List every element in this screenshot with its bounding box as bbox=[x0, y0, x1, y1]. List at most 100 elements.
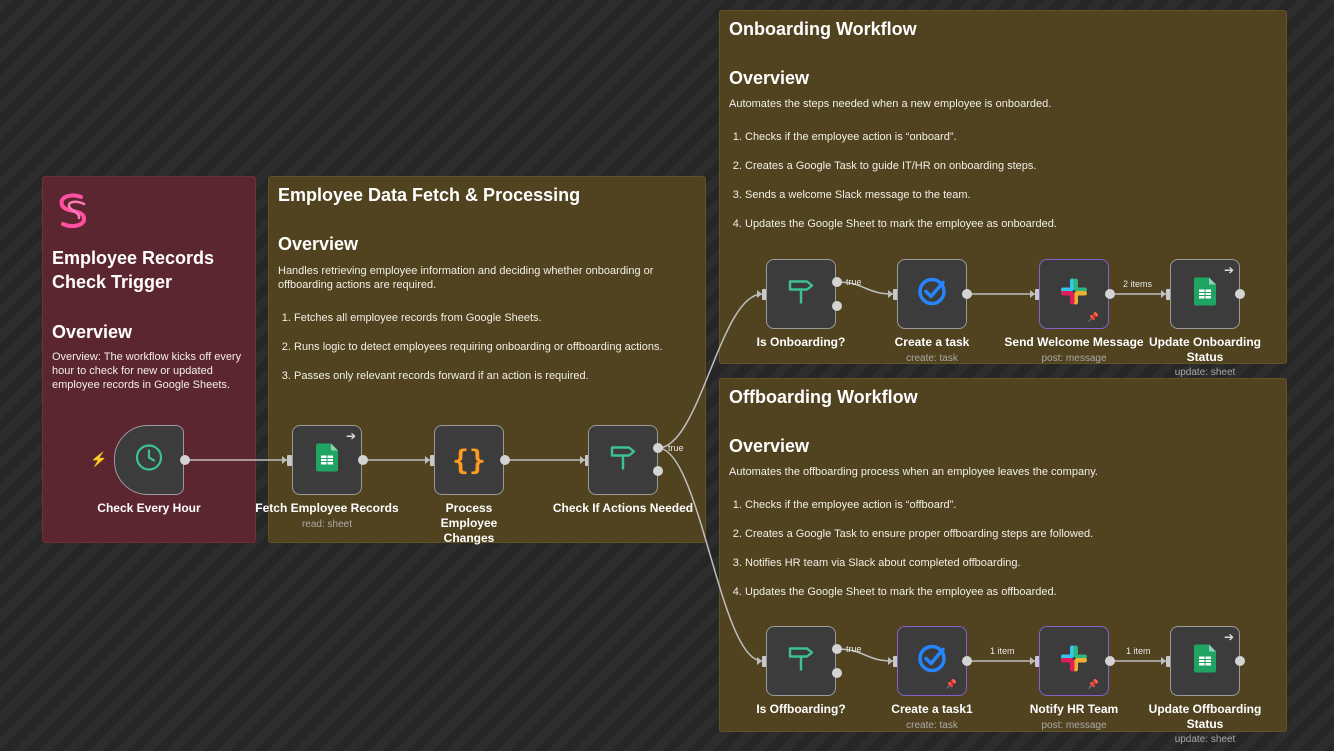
sticky-overview-text: Automates the offboarding process when a… bbox=[729, 466, 1098, 478]
node-process-employee-changes[interactable]: {} bbox=[434, 425, 504, 495]
input-handle[interactable] bbox=[762, 656, 767, 667]
edge-label-items: 1 item bbox=[1126, 646, 1151, 656]
input-handle[interactable] bbox=[893, 289, 898, 300]
node-label: Process Employee Changes bbox=[440, 501, 498, 545]
google-sheets-icon bbox=[1194, 644, 1216, 678]
arrowhead bbox=[888, 657, 893, 665]
input-handle[interactable] bbox=[762, 289, 767, 300]
slack-icon bbox=[1059, 644, 1089, 679]
connection-isonboard-to-createtask bbox=[836, 281, 894, 295]
arrowhead bbox=[580, 456, 585, 464]
list-item: Checks if the employee action is “onboar… bbox=[745, 130, 1285, 144]
list-item: Notifies HR team via Slack about complet… bbox=[745, 556, 1285, 570]
node-subtitle: create: task bbox=[906, 353, 958, 364]
output-handle[interactable] bbox=[962, 656, 972, 666]
input-handle[interactable] bbox=[893, 656, 898, 667]
node-update-offboarding-status[interactable]: ➔ bbox=[1170, 626, 1240, 696]
sticky-overview-text: Overview: The workflow kicks off every h… bbox=[52, 351, 242, 391]
input-handle[interactable] bbox=[1035, 656, 1040, 667]
action-arrow-icon: ➔ bbox=[1223, 630, 1234, 644]
input-handle[interactable] bbox=[585, 455, 590, 466]
node-label: Create a task1 bbox=[891, 702, 973, 716]
node-check-if-actions-needed[interactable] bbox=[588, 425, 658, 495]
output-handle[interactable] bbox=[358, 455, 368, 465]
node-notify-hr-team[interactable]: 📌 bbox=[1039, 626, 1109, 696]
google-tasks-icon bbox=[917, 277, 947, 312]
input-handle[interactable] bbox=[430, 455, 435, 466]
filter-signpost-icon bbox=[787, 279, 815, 310]
node-label: Notify HR Team bbox=[1029, 702, 1119, 716]
code-braces-icon: {} bbox=[452, 443, 486, 477]
output-handle-false[interactable] bbox=[832, 668, 842, 678]
node-label: Update Offboarding Status bbox=[1148, 702, 1262, 731]
arrowhead bbox=[1161, 290, 1166, 298]
edge-label-items: 1 item bbox=[990, 646, 1015, 656]
node-subtitle: post: message bbox=[1041, 720, 1107, 731]
sticky-steps-list: Fetches all employee records from Google… bbox=[279, 311, 714, 398]
output-handle-true[interactable] bbox=[832, 644, 842, 654]
brand-logo-icon bbox=[53, 191, 93, 236]
arrowhead bbox=[757, 290, 762, 298]
connection-isoffboard-to-createtask1 bbox=[836, 648, 894, 662]
input-handle[interactable] bbox=[1035, 289, 1040, 300]
arrowhead bbox=[1030, 290, 1035, 298]
node-label: Send Welcome Message bbox=[1004, 335, 1144, 349]
output-handle-false[interactable] bbox=[832, 301, 842, 311]
filter-signpost-icon bbox=[787, 646, 815, 677]
sticky-title: Onboarding Workflow bbox=[729, 19, 917, 39]
node-is-onboarding[interactable] bbox=[766, 259, 836, 329]
node-fetch-employee-records[interactable]: ➔ bbox=[292, 425, 362, 495]
list-item: Checks if the employee action is “offboa… bbox=[745, 498, 1285, 512]
sticky-overview-heading: Overview bbox=[729, 68, 810, 88]
output-handle[interactable] bbox=[962, 289, 972, 299]
sticky-title: Employee Records Check Trigger bbox=[52, 248, 215, 292]
arrowhead bbox=[425, 456, 430, 464]
sticky-overview-heading: Overview bbox=[729, 436, 810, 456]
google-sheets-icon bbox=[316, 443, 338, 477]
edge-label-true: true bbox=[846, 277, 862, 287]
sticky-steps-list: Checks if the employee action is “onboar… bbox=[730, 130, 1285, 246]
node-update-onboarding-status[interactable]: ➔ bbox=[1170, 259, 1240, 329]
connection-check-to-onboarding bbox=[657, 293, 763, 449]
action-arrow-icon: ➔ bbox=[1223, 263, 1234, 277]
output-handle[interactable] bbox=[1235, 656, 1245, 666]
node-create-a-task[interactable] bbox=[897, 259, 967, 329]
output-handle-false[interactable] bbox=[653, 466, 663, 476]
edge-label-true: true bbox=[668, 443, 684, 453]
node-subtitle: read: sheet bbox=[301, 519, 353, 530]
arrowhead bbox=[1030, 657, 1035, 665]
google-tasks-icon bbox=[917, 644, 947, 679]
input-handle[interactable] bbox=[1166, 289, 1171, 300]
output-handle[interactable] bbox=[180, 455, 190, 465]
node-label: Check If Actions Needed bbox=[552, 501, 694, 515]
list-item: Creates a Google Task to guide IT/HR on … bbox=[745, 159, 1285, 173]
sticky-overview-text: Handles retrieving employee information … bbox=[278, 265, 654, 291]
node-check-every-hour[interactable] bbox=[114, 425, 184, 495]
node-subtitle: post: message bbox=[1041, 353, 1107, 364]
pin-icon: 📌 bbox=[1087, 312, 1099, 322]
action-arrow-icon: ➔ bbox=[345, 429, 356, 443]
trigger-bolt-icon: ⚡ bbox=[90, 451, 108, 467]
list-item: Creates a Google Task to ensure proper o… bbox=[745, 527, 1285, 541]
node-label: Is Onboarding? bbox=[756, 335, 846, 349]
node-label: Fetch Employee Records bbox=[255, 501, 399, 515]
output-handle[interactable] bbox=[1105, 656, 1115, 666]
output-handle-true[interactable] bbox=[653, 443, 663, 453]
sticky-overview-text: Automates the steps needed when a new em… bbox=[729, 98, 1052, 110]
node-subtitle: update: sheet bbox=[1174, 734, 1236, 745]
arrowhead bbox=[1161, 657, 1166, 665]
arrowhead bbox=[757, 657, 762, 665]
node-send-welcome-message[interactable]: 📌 bbox=[1039, 259, 1109, 329]
output-handle[interactable] bbox=[500, 455, 510, 465]
node-subtitle: create: task bbox=[906, 720, 958, 731]
pin-icon: 📌 bbox=[1087, 679, 1099, 689]
output-handle-true[interactable] bbox=[832, 277, 842, 287]
input-handle[interactable] bbox=[1166, 656, 1171, 667]
filter-signpost-icon bbox=[609, 445, 637, 476]
slack-icon bbox=[1059, 277, 1089, 312]
output-handle[interactable] bbox=[1105, 289, 1115, 299]
input-handle[interactable] bbox=[287, 455, 292, 466]
node-create-a-task1[interactable]: 📌 bbox=[897, 626, 967, 696]
output-handle[interactable] bbox=[1235, 289, 1245, 299]
node-is-offboarding[interactable] bbox=[766, 626, 836, 696]
